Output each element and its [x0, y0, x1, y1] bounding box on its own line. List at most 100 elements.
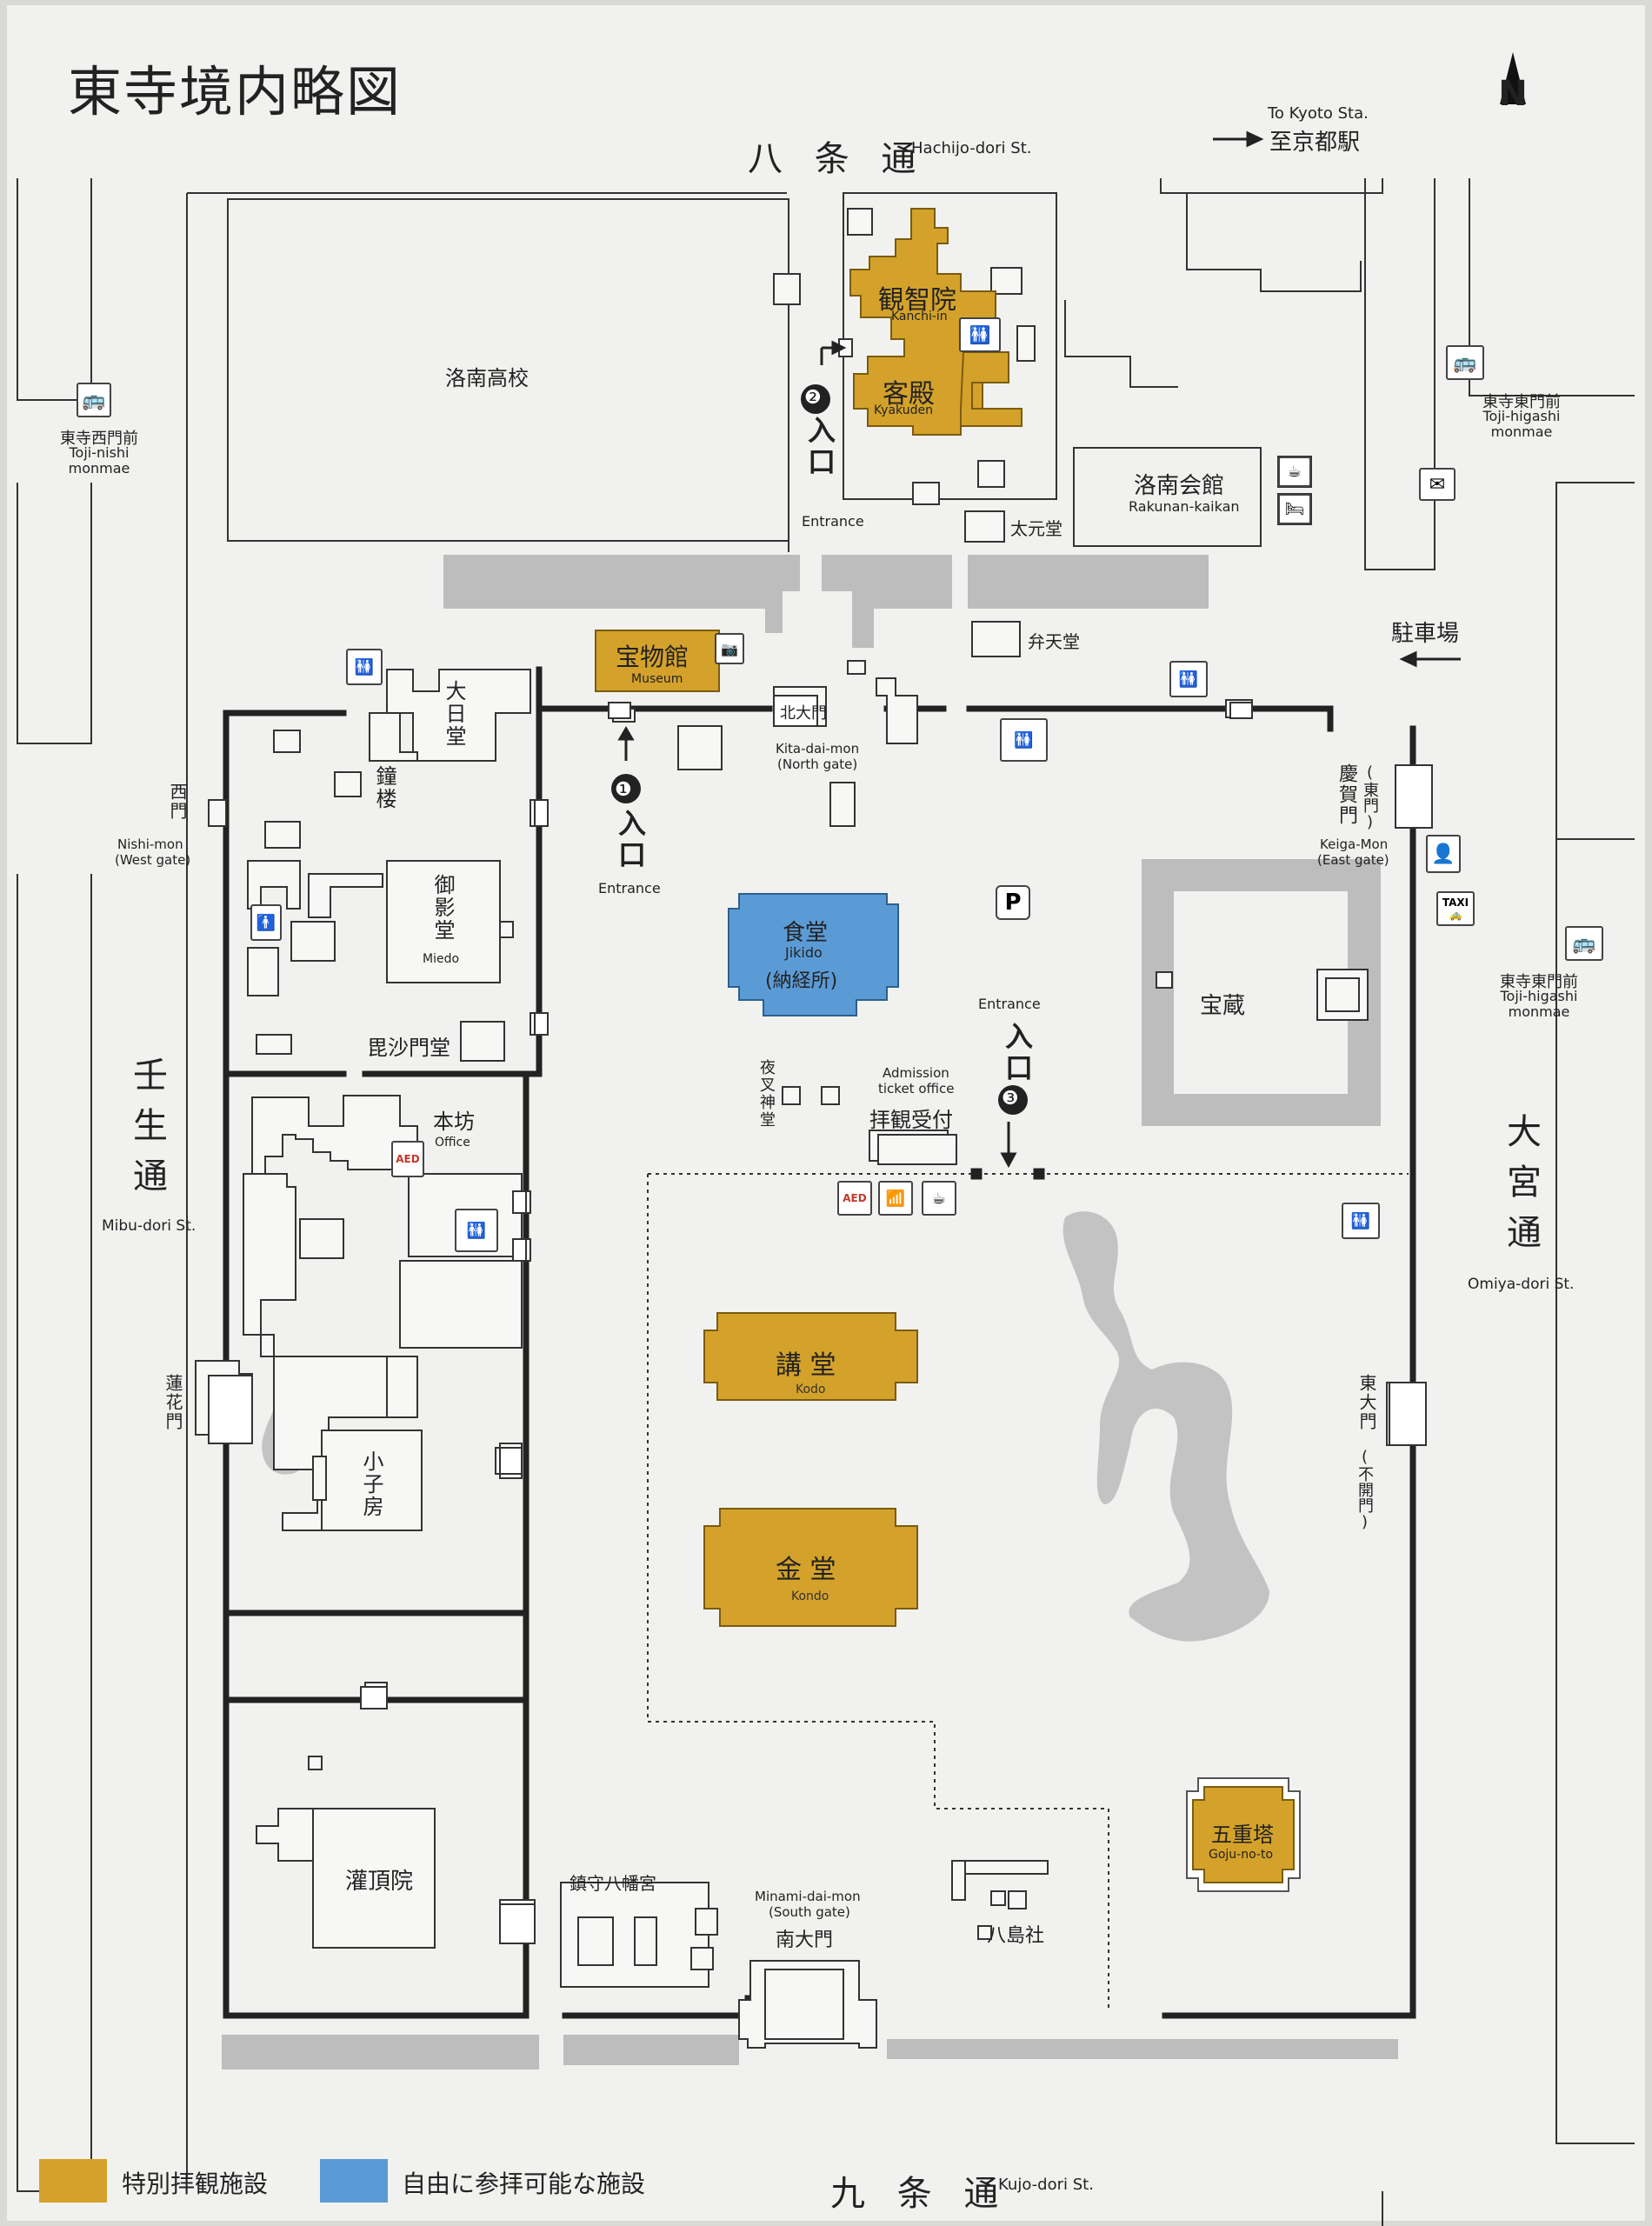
cafe-icon: ☕ [922, 1181, 956, 1216]
east-complex [1064, 193, 1362, 547]
wifi-icon: 📶 [878, 1181, 913, 1216]
jikido-building [728, 893, 899, 1016]
rakunan-hs-label: 洛南高校 [445, 366, 529, 390]
restroom-accessible-icon: 🚻 [455, 1209, 498, 1252]
entrance-number: ❸ [1002, 1088, 1019, 1110]
restroom-accessible-icon: 🚻 [1000, 718, 1048, 762]
restroom-icon: 🚹 [250, 904, 282, 941]
rengemon-label: 蓮花門 [163, 1374, 183, 1431]
taxi-icon: TAXI🚕 [1436, 891, 1475, 926]
minami-daimon-en2: (South gate) [769, 1904, 850, 1920]
map-title: 東寺境内略図 [68, 60, 403, 123]
keigamon-en: Keiga-Mon [1320, 836, 1389, 852]
museum-label: 宝物館 [616, 643, 689, 671]
kujo-road-en: Kujo-dori St. [998, 2176, 1094, 2194]
ticket-office-en2: ticket office [878, 1081, 955, 1096]
bus-icon: 🚌 [1565, 926, 1603, 961]
ticket-office-en: Admission [883, 1065, 949, 1081]
honbo-label: 本坊 [433, 1110, 475, 1134]
kogobo-label: 小子房 [359, 1450, 383, 1518]
kanjoin-label: 灌頂院 [345, 1869, 414, 1895]
honbo-en: Office [435, 1136, 470, 1150]
bishamondo-label: 毘沙門堂 [367, 1036, 450, 1060]
entrance-1-number: ❶ [615, 779, 632, 801]
entrance-1-en: Entrance [598, 880, 661, 896]
hotel-icon: 🛏 [1278, 494, 1311, 524]
entrance-number: ❷ [804, 387, 822, 409]
kujo-road-label: 九 条 通 [830, 2174, 1009, 2214]
bus-stop-east-jp: 東寺東門前 [1482, 393, 1561, 411]
rakunan-kaikan-en: Rakunan-kaikan [1129, 498, 1240, 515]
bus-stop-west-en: Toji-nishi monmae [68, 444, 130, 477]
north-label: N [1498, 74, 1528, 114]
keigamon-jp: 慶賀門 [1336, 763, 1357, 826]
aed-icon: AED [391, 1141, 424, 1177]
legend-swatch-open [320, 2159, 388, 2203]
bus-stop-west-jp: 東寺西門前 [60, 430, 138, 448]
bus-stop-east-en: Toji-higashi monmae [1482, 408, 1561, 440]
shoro-label: 鐘楼 [372, 765, 396, 810]
bus-stop-east-jp-2: 東寺東門前 [1500, 973, 1578, 991]
kodo-label: 講 堂 [776, 1350, 836, 1381]
kita-daimon-jp: 北大門 [780, 704, 827, 723]
mibu-road-label: 壬生通 [127, 1056, 167, 1208]
rakunan-kaikan-label: 洛南会館 [1134, 473, 1225, 499]
chinju-hachimangu-label: 鎮守八幡宮 [570, 1873, 656, 1894]
minor-structures [195, 208, 1433, 2049]
aed-icon: AED [837, 1181, 872, 1216]
kanchiin-building [849, 208, 996, 436]
minami-daimon-jp: 南大門 [776, 1929, 834, 1951]
kondo-en: Kondo [791, 1590, 829, 1603]
nishimon-en: Nishi-mon [117, 836, 183, 852]
hozo-label: 宝蔵 [1200, 993, 1246, 1019]
post-icon: ✉ [1419, 468, 1455, 501]
gojunoto-label: 五重塔 [1211, 1823, 1274, 1847]
entrance-arrows [617, 52, 1526, 1180]
todaimon-label: 東大門 [1356, 1374, 1377, 1431]
kita-daimon-en: Kita-dai-mon [776, 741, 860, 756]
kanchiin-en: Kanchi-in [891, 310, 948, 323]
hozo-moat [1142, 859, 1381, 1126]
nishimon-jp: 西門 [167, 783, 188, 821]
legend-label-special: 特別拝観施設 [122, 2169, 269, 2198]
dainichido-label: 大日堂 [442, 680, 466, 748]
road-bands [222, 555, 1398, 2069]
camera-restriction-icon: 📷 [715, 633, 744, 664]
bus-icon: 🚌 [1446, 345, 1484, 380]
gate-boxes [208, 695, 1433, 1944]
entrance-num: ❶ [615, 779, 632, 801]
hachijimasha-label: 八島社 [987, 1925, 1045, 1947]
kita-daimon-en2: (North gate) [777, 756, 858, 772]
nishimon-en2: (West gate) [115, 852, 191, 868]
bentendo-label: 弁天堂 [1028, 631, 1080, 652]
entrance-markers [611, 384, 1028, 1115]
keigamon-en2: (East gate) [1317, 852, 1389, 868]
bus-icon: 🚌 [77, 383, 111, 417]
paid-area-boundary [647, 1173, 1409, 2009]
kyoto-station-en: To Kyoto Sta. [1268, 104, 1369, 123]
museum-building [595, 630, 720, 692]
ticket-office-jp: 拝観受付 [869, 1108, 953, 1132]
gojunoto-building [1192, 1786, 1295, 1883]
open-buildings [728, 893, 899, 1016]
kyoto-station-jp: 至京都駅 [1269, 130, 1361, 156]
kondo-building [703, 1508, 918, 1627]
yashajindo-label: 夜叉神堂 [757, 1059, 776, 1129]
legend-label-open: 自由に参拝可能な施設 [402, 2169, 646, 2198]
jikido-en: Jikido [785, 944, 823, 961]
jikido-sub: (納経所) [765, 970, 838, 992]
kodo-building [703, 1312, 918, 1401]
minami-daimon-en: Minami-dai-mon [755, 1889, 861, 1904]
omiya-road-label: 大宮通 [1501, 1113, 1541, 1264]
omiya-road-en: Omiya-dori St. [1468, 1276, 1575, 1293]
miedo-en: Miedo [423, 952, 460, 966]
parking-icon: P [996, 885, 1030, 920]
parking-label: 駐車場 [1391, 621, 1460, 647]
gojunoto-en: Goju-no-to [1209, 1848, 1274, 1862]
restroom-icon: 🚻 [1342, 1203, 1380, 1239]
mibu-road-en: Mibu-dori St. [102, 1217, 197, 1235]
entrance-3-en: Entrance [978, 996, 1041, 1012]
kodo-en: Kodo [796, 1383, 826, 1396]
museum-en: Museum [631, 672, 683, 686]
kyakuden-label: 客殿 [883, 379, 935, 410]
